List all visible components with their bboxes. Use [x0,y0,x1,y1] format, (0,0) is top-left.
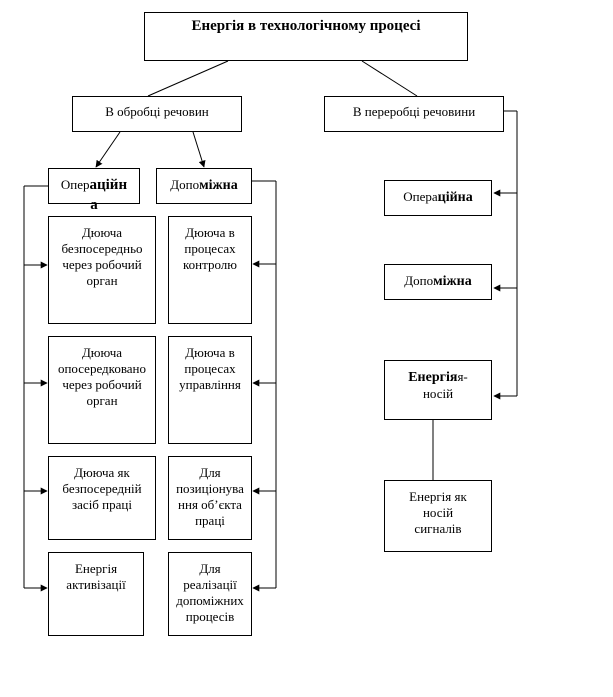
op-item-3 [48,456,156,540]
right-signal-box [384,480,492,552]
right-operational-box [384,180,492,216]
aux-item-1 [168,216,252,324]
op-item-1 [48,216,156,324]
left-operational-label-wrap: а [90,197,98,213]
root-to-left-line [147,60,229,97]
right-operational-label: Операційна [403,189,473,205]
left-operational-label: Операційн [60,177,128,193]
op-item-2 [48,336,156,444]
aux-item-2 [168,336,252,444]
left-auxiliary-box [156,168,252,204]
arrow-to-auxiliary [192,131,206,168]
right-auxiliary-label: Допоміжна [404,273,472,289]
right-carrier-box [384,360,492,420]
right-branch-box [324,96,504,132]
left-branch-label: В обробці речовин [105,104,209,119]
op-item-4 [48,552,144,636]
left-auxiliary-label: Допоміжна [170,177,238,193]
right-branch-label: В переробці речовини [352,104,476,119]
root-box [144,12,468,61]
right-auxiliary-box [384,264,492,300]
left-operational-box [48,168,140,204]
left-branch-box [72,96,242,132]
root-title: Енергія в технологічному процесі [191,18,421,34]
right-carrier-label: Енергіяя- носій [408,369,468,401]
aux-item-3 [168,456,252,540]
root-to-right-line [361,60,418,97]
aux-item-4 [168,552,252,636]
arrow-to-operational [95,131,121,168]
